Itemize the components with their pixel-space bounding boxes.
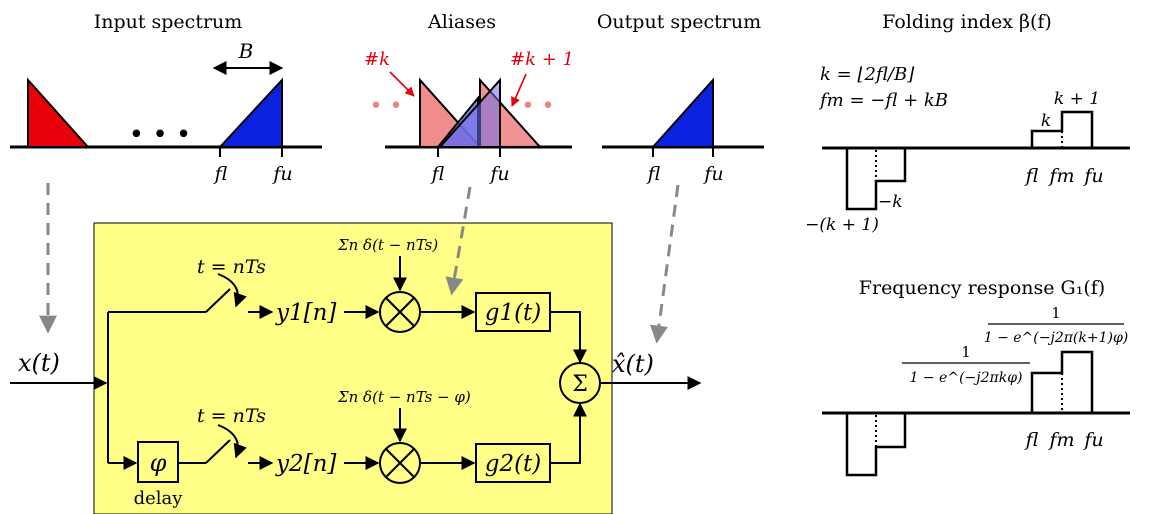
output-signal-label: x̂(t) bbox=[612, 350, 654, 378]
folding-level-neg-k: −k bbox=[878, 192, 903, 212]
delay-symbol: φ bbox=[150, 449, 167, 477]
aliases-dots-left: • • bbox=[370, 94, 403, 119]
folding-negative-steps bbox=[845, 148, 907, 211]
upper-impulse-label: Σn δ(t − nTs) bbox=[337, 236, 438, 254]
alias-k1-label: #k + 1 bbox=[510, 49, 574, 70]
fr-left-denominator: 1 − e^(−j2πkφ) bbox=[910, 370, 1023, 386]
aliases-panel: Aliases • • • • #k #k + 1 fl fu bbox=[364, 11, 574, 185]
upper-sampling-label: t = nTs bbox=[197, 256, 266, 278]
input-blue-band bbox=[217, 77, 283, 148]
aliases-dots-right: • • bbox=[522, 94, 555, 119]
folding-level-k1: k + 1 bbox=[1054, 89, 1100, 109]
fr-fu-label: fu bbox=[1082, 429, 1103, 451]
lower-impulse-label: Σn δ(t − nTs − φ) bbox=[337, 388, 471, 406]
input-fu-label: fu bbox=[271, 163, 292, 185]
folding-fl-label: fl bbox=[1024, 165, 1039, 187]
g2-to-sum bbox=[550, 402, 587, 464]
y1-label: y1[n] bbox=[275, 300, 336, 326]
folding-level-k: k bbox=[1041, 111, 1051, 131]
frequency-response-title: Frequency response G₁(f) bbox=[859, 277, 1105, 299]
fr-right-denominator: 1 − e^(−j2π(k+1)φ) bbox=[984, 330, 1129, 346]
aliases-fu-label: fu bbox=[488, 163, 509, 185]
system-yellow-box bbox=[93, 222, 613, 514]
input-dots: • • • bbox=[129, 120, 192, 150]
alias-k1-arrow bbox=[511, 73, 527, 107]
output-spectrum-title: Output spectrum bbox=[597, 11, 761, 33]
frequency-response-panel: Frequency response G₁(f) 1 1 − e^(−j2π(k… bbox=[822, 277, 1130, 477]
fr-negative-steps bbox=[845, 413, 907, 477]
upper-switch-blade bbox=[205, 288, 231, 313]
folding-level-neg-k1: −(k + 1) bbox=[805, 215, 879, 235]
lower-switch-arc bbox=[217, 424, 247, 459]
alias-k-arrow bbox=[389, 71, 415, 97]
g2-label: g2(t) bbox=[485, 451, 542, 477]
g1-to-sum bbox=[550, 311, 587, 364]
fr-left-numerator: 1 bbox=[961, 343, 971, 361]
folding-index-panel: Folding index β(f) k = ⌊2fl/B⌋ fm = −fl … bbox=[805, 11, 1130, 235]
input-spectrum-title: Input spectrum bbox=[94, 11, 243, 33]
system-block-diagram: x(t) t = nTs y1[n] Σn δ(t − nTs) g1(t) φ… bbox=[10, 183, 702, 514]
alias-blue-2 bbox=[437, 77, 501, 148]
alias-k-label: #k bbox=[364, 49, 390, 70]
input-red-band bbox=[27, 77, 91, 148]
aliases-fl-label: fl bbox=[430, 163, 445, 185]
g1-label: g1(t) bbox=[485, 300, 542, 326]
lower-multiplier-x2 bbox=[385, 448, 415, 478]
y2-label: y2[n] bbox=[275, 451, 336, 477]
output-fu-label: fu bbox=[702, 163, 723, 185]
folding-eq-k: k = ⌊2fl/B⌋ bbox=[820, 64, 915, 85]
lower-switch-blade bbox=[205, 439, 231, 464]
lower-sampling-label: t = nTs bbox=[197, 405, 266, 427]
pointer-aliases-arrow bbox=[445, 186, 472, 296]
fr-fm-label: fm bbox=[1047, 429, 1074, 451]
summation-symbol: Σ bbox=[572, 372, 588, 397]
output-fl-label: fl bbox=[646, 163, 661, 185]
output-spectrum-panel: Output spectrum fl fu bbox=[597, 11, 764, 185]
upper-switch-arc bbox=[217, 273, 247, 308]
folding-fu-label: fu bbox=[1082, 165, 1103, 187]
fr-positive-steps bbox=[1030, 350, 1094, 413]
upper-multiplier-x2 bbox=[385, 297, 415, 327]
delay-label: delay bbox=[134, 488, 184, 509]
bandwidth-label: B bbox=[238, 39, 254, 63]
folding-index-title: Folding index β(f) bbox=[882, 11, 1052, 33]
folding-fm-label: fm bbox=[1047, 165, 1074, 187]
folding-eq-fm: fm = −fl + kB bbox=[818, 90, 948, 111]
fr-fl-label: fl bbox=[1024, 429, 1039, 451]
aliases-title: Aliases bbox=[427, 11, 496, 33]
folding-positive-steps bbox=[1030, 110, 1094, 148]
input-signal-label: x(t) bbox=[18, 349, 60, 377]
output-blue-band bbox=[650, 77, 714, 148]
fr-right-numerator: 1 bbox=[1051, 304, 1061, 322]
pointer-output-arrow bbox=[650, 184, 680, 344]
input-fl-label: fl bbox=[213, 163, 228, 185]
input-spectrum-panel: Input spectrum • • • B fl fu bbox=[10, 11, 322, 185]
